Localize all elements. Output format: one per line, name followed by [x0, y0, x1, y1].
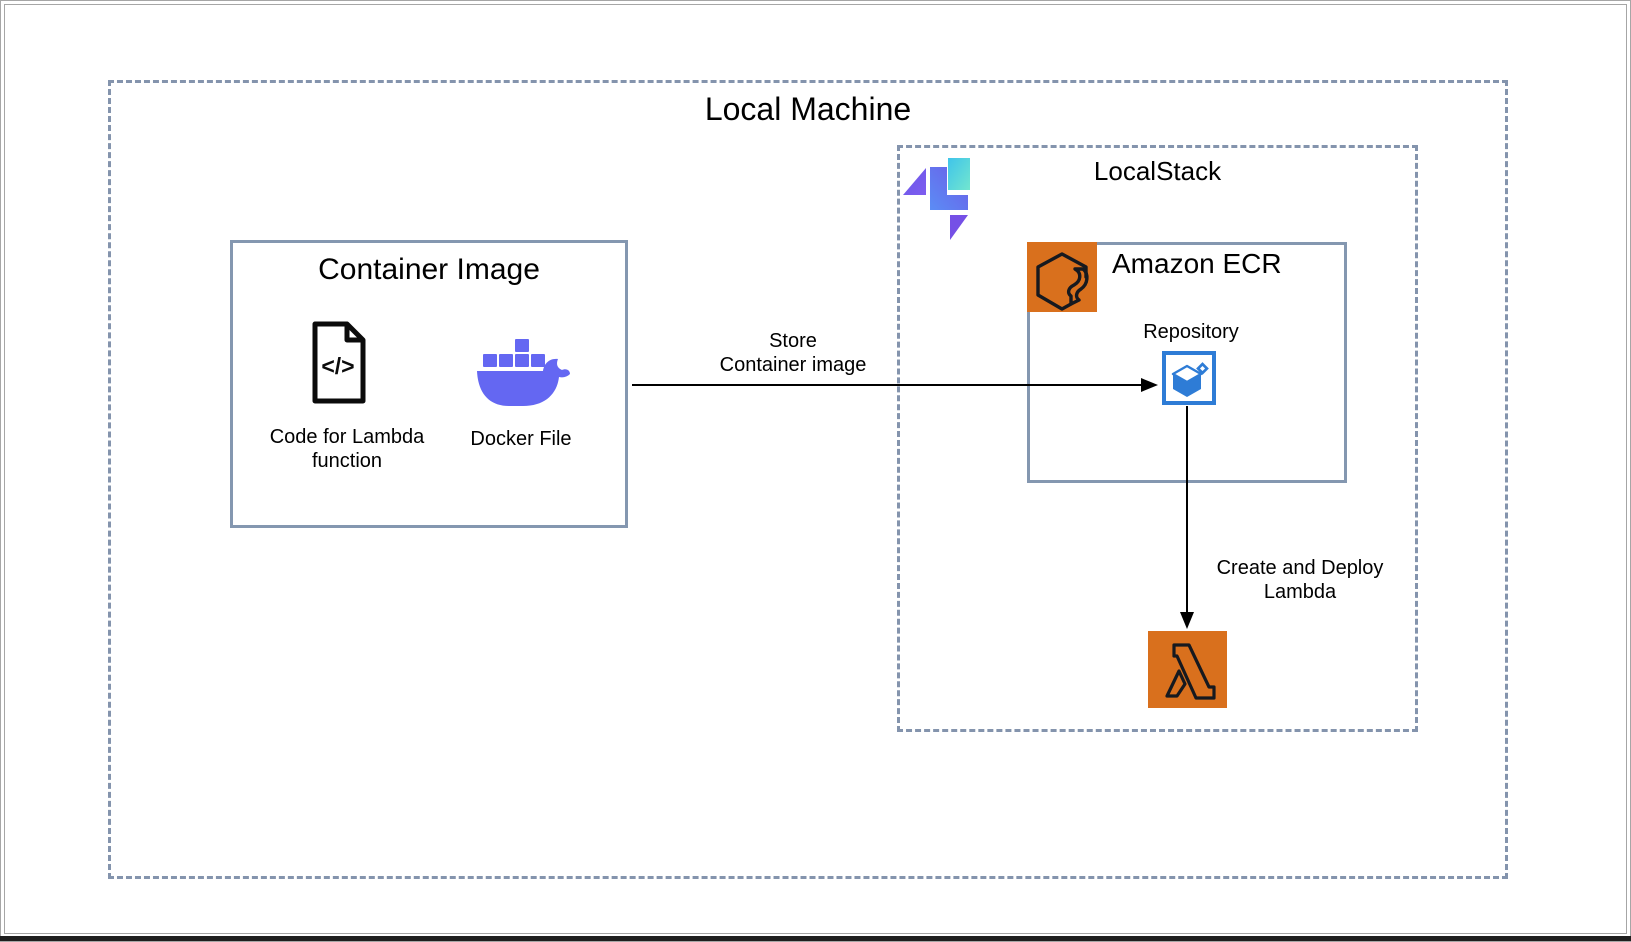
localstack-title: LocalStack: [1093, 156, 1222, 186]
ecr-repository-icon: [1162, 351, 1216, 405]
create-deploy-lambda-label: Create and Deploy Lambda: [1216, 557, 1384, 603]
store-container-image-label: Store Container image: [719, 330, 867, 376]
repository-label: Repository: [1143, 321, 1239, 343]
container-image-box: Container Image: [230, 240, 628, 528]
localstack-logo: [903, 158, 970, 240]
docker-file-label: Docker File: [470, 428, 572, 450]
window-bottom-bar: [0, 936, 1631, 941]
container-image-title: Container Image: [318, 253, 540, 286]
aws-lambda-icon: [1148, 631, 1227, 708]
amazon-ecr-title: Amazon ECR: [1112, 248, 1282, 279]
code-glyph: </>: [321, 353, 354, 379]
docker-whale-icon: [477, 339, 570, 406]
local-machine-group: Local Machine: [108, 80, 1508, 879]
local-machine-title: Local Machine: [704, 91, 912, 127]
amazon-ecr-icon: [1027, 242, 1097, 312]
canvas-border: [4, 4, 1627, 934]
code-file-label: Code for Lambda function: [269, 426, 425, 472]
localstack-group: LocalStack: [897, 145, 1418, 732]
code-file-icon: </>: [312, 321, 366, 404]
